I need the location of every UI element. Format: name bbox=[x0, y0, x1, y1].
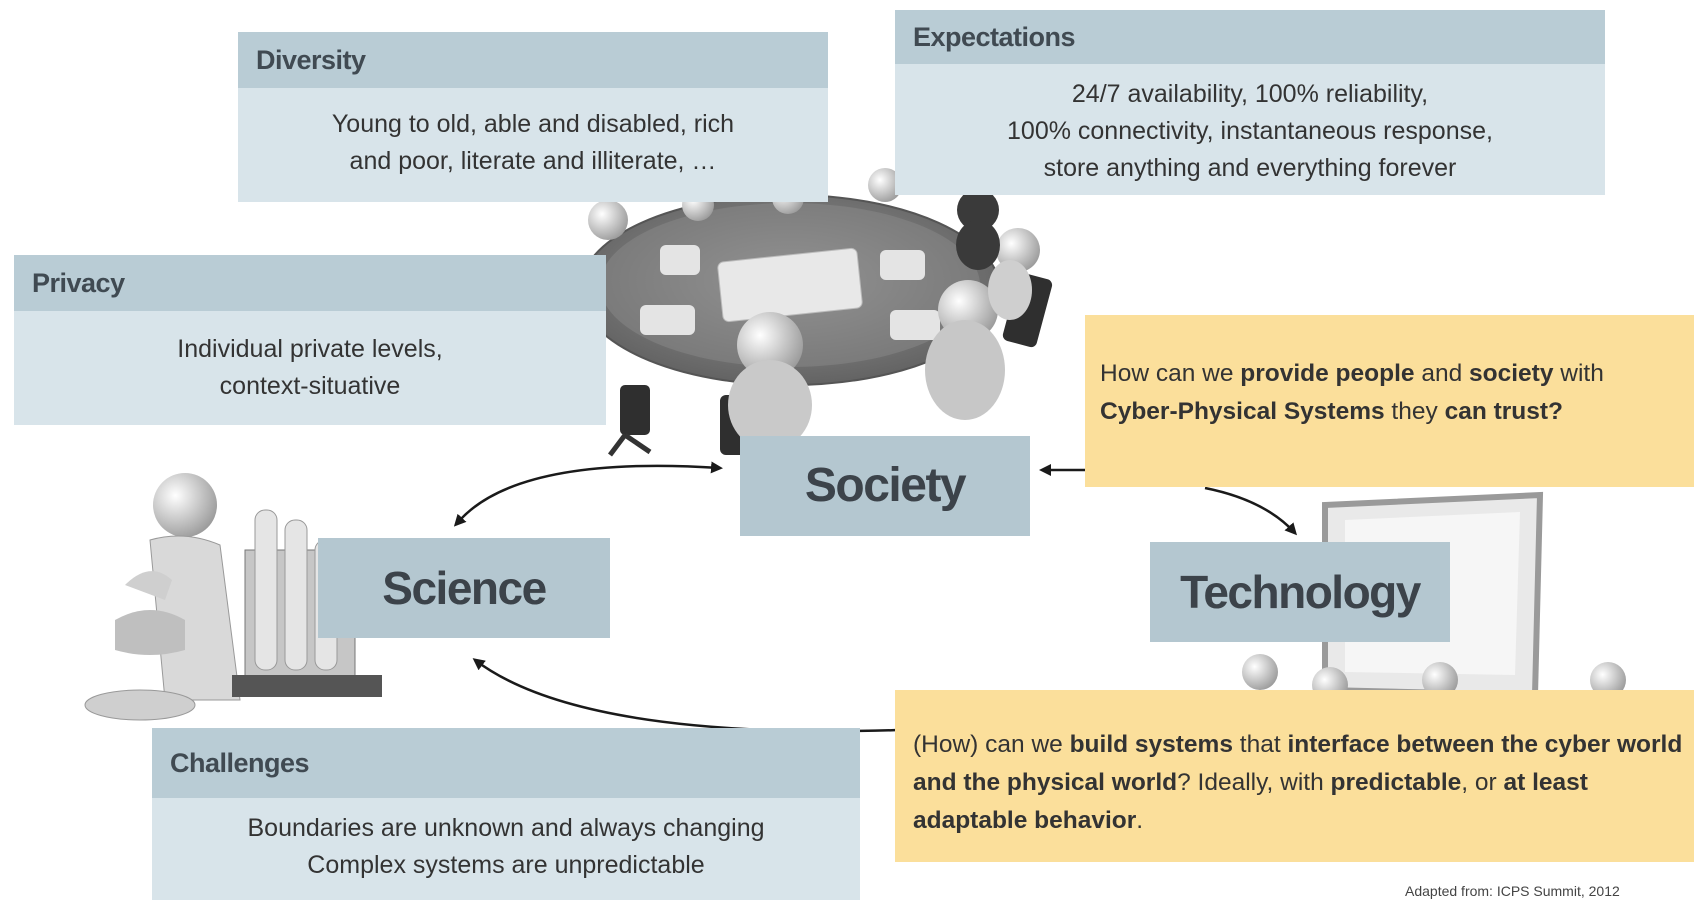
trust-to-technology-arrow bbox=[1204, 486, 1298, 536]
privacy-description: Individual private levels, context-situa… bbox=[177, 335, 443, 400]
expectations-title: Expectations bbox=[895, 10, 1605, 64]
challenges-box: Challenges Boundaries are unknown and al… bbox=[152, 728, 860, 900]
privacy-title: Privacy bbox=[14, 255, 606, 311]
diversity-box: Diversity Young to old, able and disable… bbox=[238, 32, 828, 202]
trust-question-box: How can we provide people and society wi… bbox=[1085, 315, 1694, 487]
round-table-illustration bbox=[579, 168, 1053, 457]
technology-node: Technology bbox=[1150, 542, 1450, 642]
privacy-box: Privacy Individual private levels, conte… bbox=[14, 255, 606, 425]
technology-to-science-arrow bbox=[472, 658, 901, 733]
expectations-description: 24/7 availability, 100% reliability, 100… bbox=[1007, 80, 1493, 182]
science-society-arrow bbox=[453, 461, 723, 527]
source-credit: Adapted from: ICPS Summit, 2012 bbox=[1405, 883, 1620, 899]
expectations-box: Expectations 24/7 availability, 100% rel… bbox=[895, 10, 1605, 195]
diversity-description: Young to old, able and disabled, rich an… bbox=[331, 110, 735, 175]
build-systems-question-box: (How) can we build systems that interfac… bbox=[895, 690, 1694, 862]
challenges-description: Boundaries are unknown and always changi… bbox=[247, 814, 765, 879]
science-node: Science bbox=[318, 538, 610, 638]
diversity-title: Diversity bbox=[238, 32, 828, 88]
society-node: Society bbox=[740, 436, 1030, 536]
challenges-title: Challenges bbox=[152, 728, 860, 798]
